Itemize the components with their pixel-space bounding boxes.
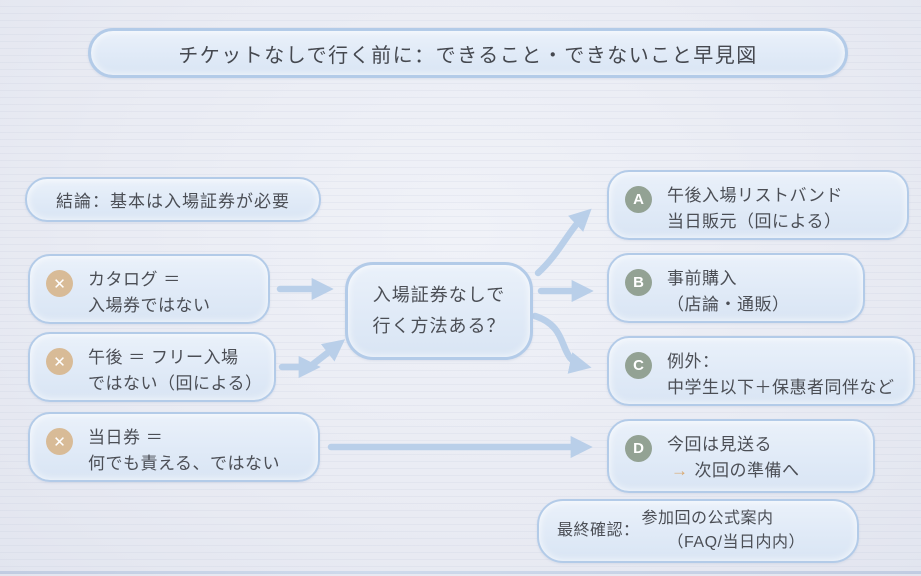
option-box-b: B 事前購入 （店論・通販） — [607, 253, 865, 323]
negative-box-sameday: ✕ 当日券 ＝ 何でも責える、ではない — [28, 412, 320, 482]
title-banner: チケットなしで行く前に：できること・できないこと早見図 — [88, 28, 848, 78]
final-check-box: 最終確認： 参加回の公式案内 （FAQ/当日内内） — [537, 499, 859, 563]
center-line1: 入場証券なしで — [372, 285, 506, 306]
negative-box-catalog: ✕ カタログ ＝ 入場券ではない — [28, 254, 270, 324]
option-line1: 例外： — [667, 352, 720, 371]
badge-d-icon: D — [625, 435, 652, 462]
negative-line1: 午後 ＝ フリー入場 — [88, 348, 239, 367]
badge-a-icon: A — [625, 186, 652, 213]
negative-box-afternoon: ✕ 午後 ＝ フリー入場 ではない（回による） — [28, 332, 276, 402]
option-line2-text: 次回の準備へ — [694, 461, 800, 481]
conclusion-text: 結論：基本は入場証券が必要 — [56, 192, 290, 211]
option-text: 今回は見送る →次回の準備へ — [609, 421, 873, 485]
x-icon: ✕ — [46, 348, 73, 375]
arrow-center-to-a — [534, 208, 592, 277]
arrow-center-to-c — [531, 312, 592, 374]
option-text: 事前購入 （店論・通販） — [609, 255, 863, 319]
negative-line2: ではない（回による） — [88, 374, 263, 394]
option-line2: 当日販元（回による） — [667, 212, 842, 232]
option-line1: 事前購入 — [667, 269, 737, 288]
option-box-a: A 午後入場リストバンド 当日販元（回による） — [607, 170, 909, 240]
negative-text: 当日券 ＝ 何でも責える、ではない — [30, 414, 318, 478]
x-icon: ✕ — [46, 428, 73, 455]
arrow-afternoon-to-center — [299, 339, 346, 376]
option-line1: 今回は見送る — [667, 435, 772, 454]
next-step-arrow-icon: → — [671, 461, 689, 481]
negative-line1: 当日券 ＝ — [88, 428, 164, 447]
negative-line2: 何でも責える、ではない — [88, 454, 280, 474]
final-check-line2: （FAQ/当日内内） — [667, 534, 805, 551]
option-text: 例外： 中学生以下＋保惠者同伴など — [609, 338, 913, 402]
page-title: チケットなしで行く前に：できること・できないこと早見図 — [178, 44, 758, 67]
conclusion-box: 結論：基本は入場証券が必要 — [25, 177, 321, 222]
option-line2: （店論・通販） — [667, 295, 790, 315]
option-text: 午後入場リストバンド 当日販元（回による） — [609, 172, 907, 236]
option-box-c: C 例外： 中学生以下＋保惠者同伴など — [607, 336, 915, 406]
bottom-edge-line — [0, 571, 921, 574]
final-check-text: 参加回の公式案内 （FAQ/当日内内） — [642, 507, 805, 555]
negative-text: 午後 ＝ フリー入場 ではない（回による） — [30, 334, 274, 398]
x-icon: ✕ — [46, 270, 73, 297]
center-question-node: 入場証券なしで 行く方法ある？ — [345, 262, 533, 360]
option-line1: 午後入場リストバンド — [667, 186, 843, 205]
negative-line2: 入場券ではない — [88, 296, 211, 316]
option-box-d: D 今回は見送る →次回の準備へ — [607, 419, 875, 493]
option-line2: 中学生以下＋保惠者同伴など — [667, 378, 895, 398]
final-check-label: 最終確認： — [557, 522, 640, 539]
negative-line1: カタログ ＝ — [88, 270, 181, 289]
negative-text: カタログ ＝ 入場券ではない — [30, 256, 268, 320]
badge-b-icon: B — [625, 269, 652, 296]
badge-c-icon: C — [625, 352, 652, 379]
center-line2: 行く方法ある？ — [372, 316, 506, 336]
option-line2: →次回の準備へ — [667, 458, 859, 484]
final-check-line1: 参加回の公式案内 — [641, 510, 774, 527]
